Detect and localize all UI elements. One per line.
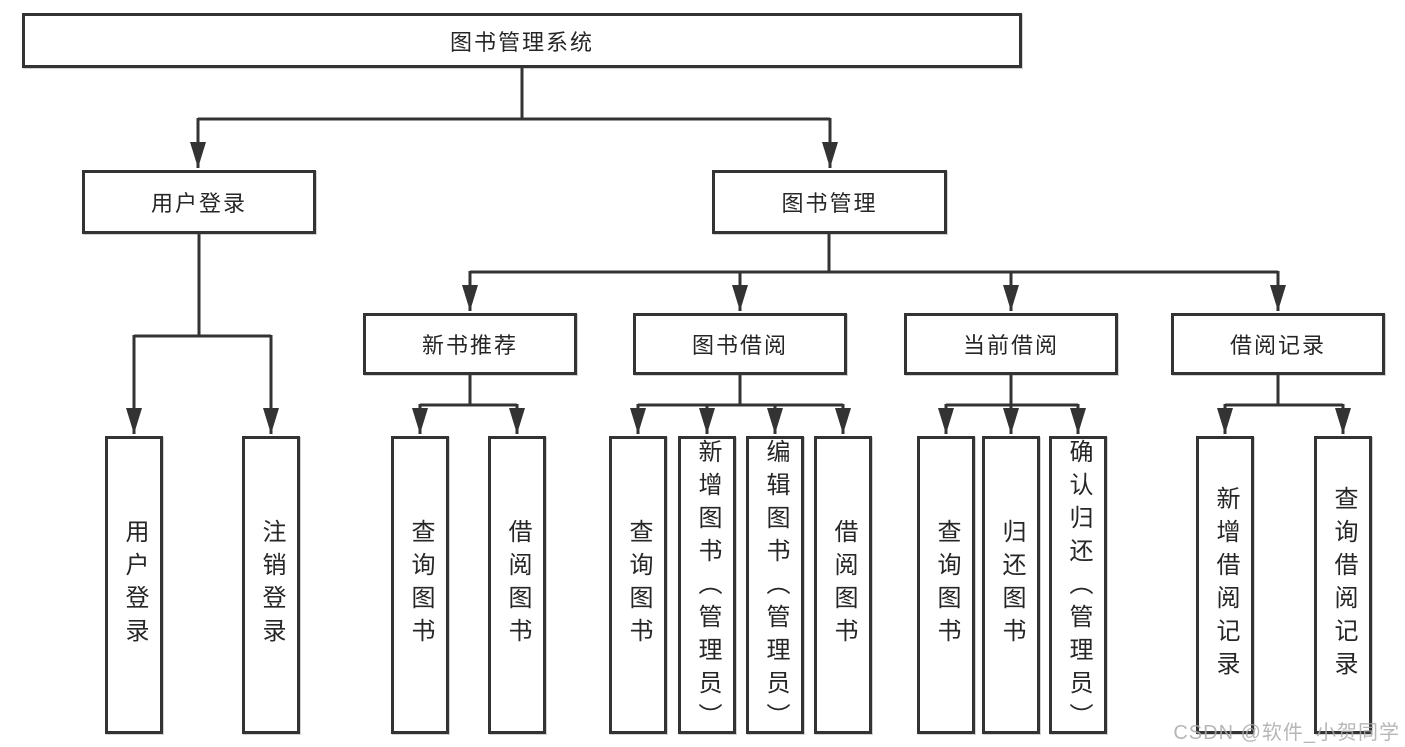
leaf-user-login: 用户登录 xyxy=(105,436,163,734)
node-root: 图书管理系统 xyxy=(22,13,1022,68)
leaf-add-borrow-record: 新增借阅记录 xyxy=(1196,436,1254,734)
connector-new-book-recommend xyxy=(412,375,525,434)
connector-root xyxy=(190,68,838,168)
node-current-borrow: 当前借阅 xyxy=(904,313,1118,375)
connector-borrow-records xyxy=(1217,375,1351,434)
leaf-current-query-books: 查询图书 xyxy=(917,436,975,734)
watermark-text: CSDN @软件_小贺同学 xyxy=(1173,722,1400,744)
node-borrow-records: 借阅记录 xyxy=(1171,313,1385,375)
connector-book-mgmt xyxy=(462,233,1286,311)
connector-user-login xyxy=(126,234,279,434)
connector-book-borrow xyxy=(630,375,851,434)
leaf-add-books-admin: 新增图书（管理员） xyxy=(678,436,736,736)
leaf-return-books: 归还图书 xyxy=(982,436,1040,734)
node-user-login: 用户登录 xyxy=(82,170,316,234)
node-book-borrow: 图书借阅 xyxy=(633,313,847,375)
node-book-mgmt: 图书管理 xyxy=(712,170,947,234)
node-new-book-recommend: 新书推荐 xyxy=(363,313,577,375)
leaf-confirm-return-admin: 确认归还（管理员） xyxy=(1049,436,1107,736)
leaf-borrow-query-books: 查询图书 xyxy=(609,436,667,734)
leaf-query-borrow-record: 查询借阅记录 xyxy=(1314,436,1372,734)
leaf-edit-books-admin: 编辑图书（管理员） xyxy=(746,436,804,736)
leaf-borrow-books: 借阅图书 xyxy=(814,436,872,734)
connector-current-borrow xyxy=(938,375,1086,434)
leaf-recommend-query-books: 查询图书 xyxy=(391,436,449,734)
leaf-logout: 注销登录 xyxy=(242,436,300,734)
leaf-recommend-borrow-books: 借阅图书 xyxy=(488,436,546,734)
